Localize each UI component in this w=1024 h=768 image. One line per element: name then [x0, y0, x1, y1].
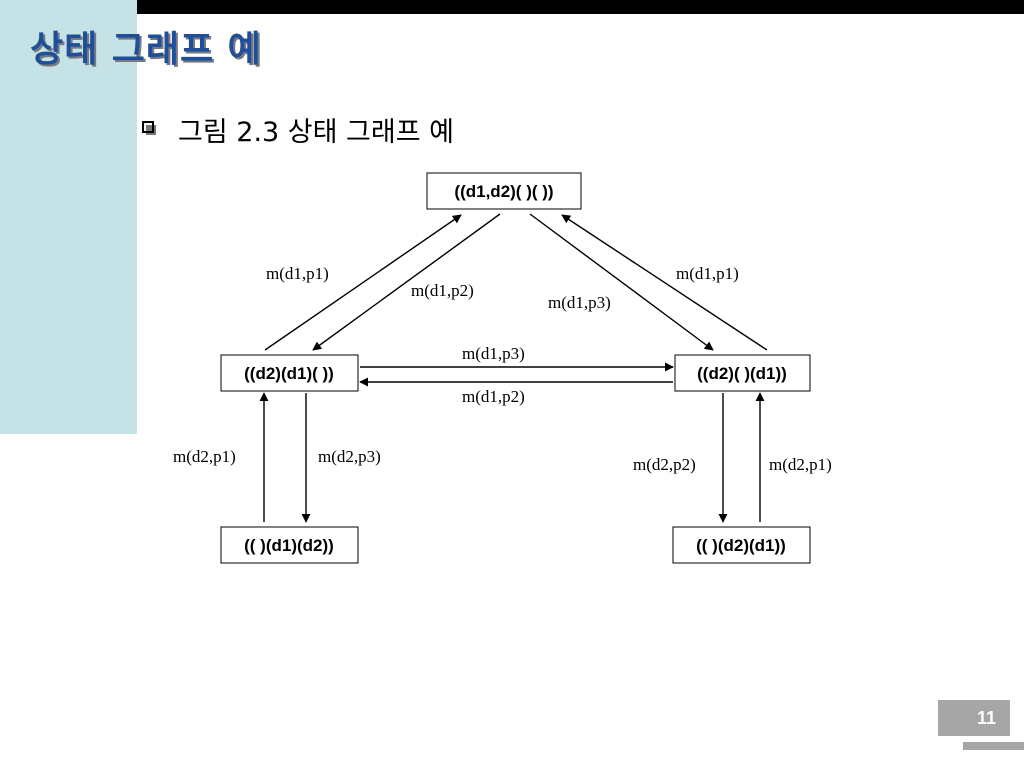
edge-label-right-to-left: m(d1,p2) [462, 387, 525, 406]
node-bottom-left-label: (( )(d1)(d2)) [244, 536, 334, 555]
node-left-label: ((d2)(d1)( )) [244, 364, 334, 383]
edge-left-to-top [264, 214, 462, 351]
edge-top-to-right [529, 213, 714, 351]
node-bottom-right: (( )(d2)(d1)) [672, 526, 811, 564]
edge-label-bottom-right-to-right: m(d2,p1) [769, 455, 832, 474]
node-right: ((d2)( )(d1)) [674, 354, 811, 392]
page-number: 11 [976, 707, 996, 728]
node-bottom-left: (( )(d1)(d2)) [220, 526, 359, 564]
edge-label-top-to-left: m(d1,p2) [411, 281, 474, 300]
edge-label-bottom-left-to-left: m(d2,p1) [173, 447, 236, 466]
edge-label-top-to-right: m(d1,p3) [548, 293, 611, 312]
slide-title: 상태 그래프 예 [30, 29, 262, 70]
edge-label-right-to-top: m(d1,p1) [676, 264, 739, 283]
side-panel [0, 0, 137, 434]
node-left: ((d2)(d1)( )) [220, 354, 359, 392]
node-top: ((d1,d2)( )( )) [426, 172, 582, 210]
figure-caption: 그림 2.3 상태 그래프 예 [178, 117, 454, 148]
node-bottom-right-label: (( )(d2)(d1)) [696, 536, 786, 555]
node-right-label: ((d2)( )(d1)) [697, 364, 787, 383]
edge-label-left-to-bottom-left: m(d2,p3) [318, 447, 381, 466]
edge-top-to-left [312, 213, 501, 351]
edge-label-right-to-bottom-right: m(d2,p2) [633, 455, 696, 474]
hollow-square-bullet-icon [142, 121, 156, 135]
page-number-underline [963, 742, 1024, 750]
node-top-label: ((d1,d2)( )( )) [454, 182, 553, 201]
edge-label-left-to-top: m(d1,p1) [266, 264, 329, 283]
edge-label-left-to-right: m(d1,p3) [462, 344, 525, 363]
page-number-badge: 11 [938, 700, 1010, 736]
edge-right-to-top [561, 214, 768, 351]
top-bar [35, 0, 1024, 14]
